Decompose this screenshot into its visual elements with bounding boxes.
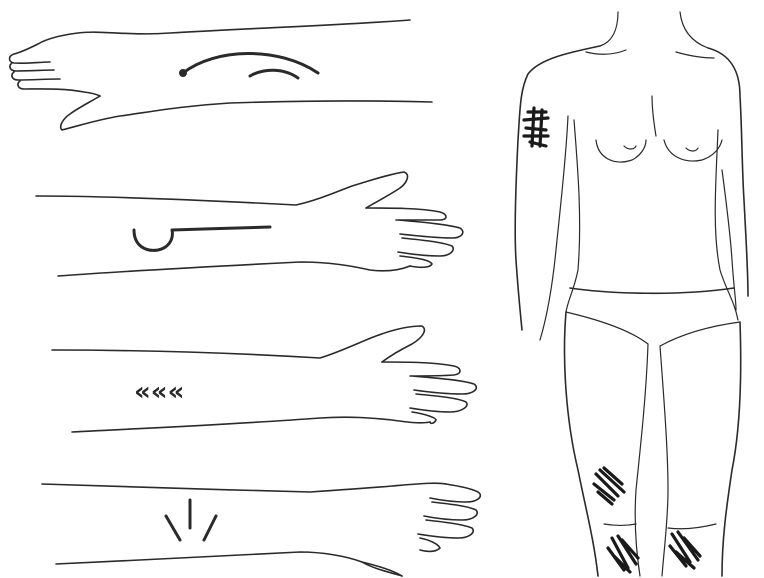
arm-2-upper-contour (36, 172, 407, 208)
arm-1-lower-contour (61, 96, 432, 130)
right-shoulder-arm-outer (708, 48, 748, 296)
arm-1-dot (179, 69, 187, 77)
left-inner-arm (540, 116, 568, 340)
arm-3-upper-contour (52, 326, 424, 362)
briefs-right-leg-opening (660, 322, 740, 346)
collarbone-right (676, 52, 714, 58)
leg-right-outer (722, 322, 741, 576)
leg-right-inner (660, 346, 668, 576)
arm-1-curved-mark (183, 53, 318, 73)
leg-left-outer (565, 312, 599, 576)
arm-1-upper-contour (38, 20, 410, 44)
arm-panel-2 (36, 172, 463, 276)
knee-line-right (668, 524, 716, 529)
neck-left (600, 12, 618, 46)
leg-left-inner (635, 344, 648, 576)
sternum (652, 96, 656, 136)
arm-panel-3: ««« (52, 326, 476, 432)
scar-left-knee (608, 536, 638, 572)
arm-4-stroke-left (166, 516, 180, 540)
briefs-waistband (570, 288, 734, 293)
nipple-left (624, 146, 636, 149)
scar-upper-left-arm (524, 108, 548, 146)
nipple-right (686, 148, 698, 151)
body-figure (515, 12, 748, 576)
arm-2-lower-contour (58, 262, 410, 276)
arm-1-hand (10, 44, 101, 96)
left-shoulder-arm-outer (515, 46, 600, 330)
knee-line-left (604, 524, 636, 526)
collarbone-left (586, 50, 626, 54)
scar-right-thigh (594, 468, 624, 504)
scar-right-knee (670, 532, 700, 568)
arm-panel-1 (10, 20, 433, 130)
arm-2-hand (366, 208, 463, 267)
breast-left (596, 140, 646, 162)
neck-right (680, 12, 708, 48)
arm-3-chevrons: ««« (134, 377, 184, 407)
arm-4-upper-contour (42, 483, 446, 492)
arm-4-lower-contour (56, 552, 402, 576)
briefs-left-leg-opening (566, 312, 648, 344)
arm-3-hand (382, 362, 476, 423)
torso-left-side (566, 120, 580, 312)
arm-2-hook-mark (134, 227, 270, 250)
arm-1-inner-curve (250, 70, 298, 78)
arm-4-hand (362, 484, 480, 576)
arm-4-stroke-right (204, 516, 216, 540)
arm-panel-4 (42, 483, 480, 576)
arm-3-lower-contour (72, 417, 430, 432)
